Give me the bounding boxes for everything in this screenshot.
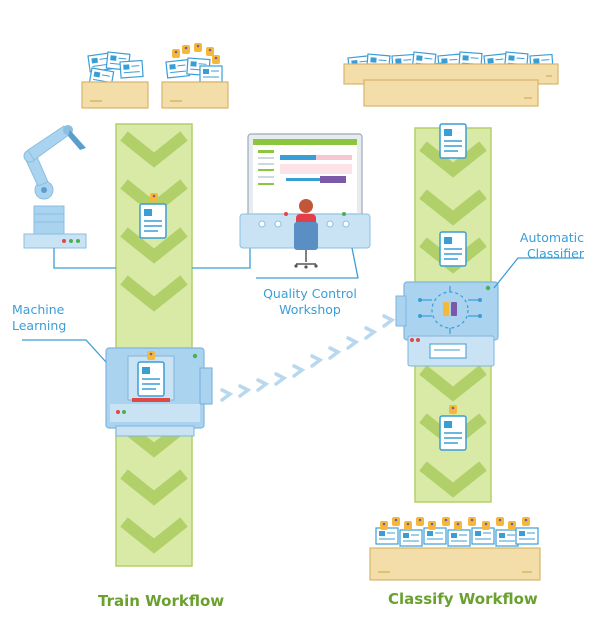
quality-control-label-line2: Workshop <box>279 302 341 317</box>
automatic-classifier-label: Automatic Classifier <box>506 230 584 262</box>
automatic-classifier-label-line2: Classifier <box>526 246 584 261</box>
machine-learning-label-line1: Machine <box>12 302 65 317</box>
machine-learning-label: Machine Learning <box>12 302 66 334</box>
automatic-classifier-label-line1: Automatic <box>519 230 584 245</box>
connector-line <box>22 339 107 363</box>
tag-icon <box>150 193 158 202</box>
train-workflow-title: Train Workflow <box>98 592 225 610</box>
automatic-classifier-unit <box>395 281 499 367</box>
connector-line <box>256 247 359 279</box>
classified-document-box <box>369 517 541 581</box>
document-icon <box>439 123 467 159</box>
quality-control-label: Quality Control Workshop <box>252 286 368 318</box>
train-conveyor-belt <box>115 123 193 567</box>
document-icon <box>139 203 167 239</box>
unclassified-document-box <box>343 51 559 107</box>
model-transfer-arrows <box>220 314 396 402</box>
tag-icon <box>449 405 457 414</box>
connector-line <box>192 246 251 269</box>
document-icon <box>439 415 467 451</box>
classify-workflow-title: Classify Workflow <box>388 590 538 608</box>
quality-control-workstation <box>239 133 371 269</box>
document-icon <box>439 231 467 267</box>
input-document-box-left <box>81 51 149 109</box>
connector-line <box>493 257 584 289</box>
robot-arm-icon <box>23 125 87 249</box>
quality-control-label-line1: Quality Control <box>263 286 357 301</box>
connector-line <box>53 248 116 269</box>
input-document-box-tagged <box>161 43 229 109</box>
machine-learning-unit <box>105 347 213 437</box>
machine-learning-label-line2: Learning <box>12 318 67 333</box>
